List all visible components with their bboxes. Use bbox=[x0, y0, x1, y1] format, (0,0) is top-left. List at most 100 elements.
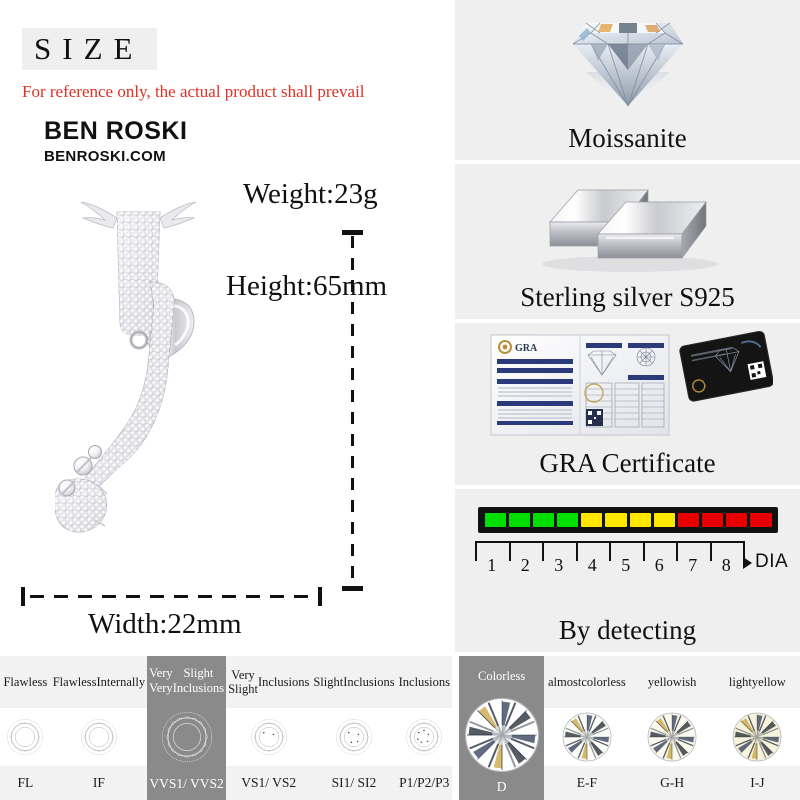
width-dimension-cap-left bbox=[21, 587, 25, 606]
size-heading: SIZE bbox=[22, 28, 158, 70]
color-grade-art bbox=[459, 697, 545, 774]
tester-led-segment bbox=[726, 513, 748, 527]
feature-caption-moissanite: Moissanite bbox=[568, 123, 687, 153]
clarity-grade-column: Inclusions P1/P2/P3 bbox=[396, 656, 452, 800]
clarity-grade-name: Flawless bbox=[0, 656, 51, 708]
color-grade-art bbox=[629, 708, 715, 766]
tester-scale-number: 2 bbox=[520, 555, 530, 575]
color-grade-column: Colorless D bbox=[459, 656, 545, 800]
tester-scale-number: 4 bbox=[587, 555, 597, 575]
tester-mode-label: DIA bbox=[755, 551, 789, 572]
color-diamond-image bbox=[464, 698, 539, 773]
color-diamond-image bbox=[647, 712, 697, 762]
weight-label: Weight:23g bbox=[243, 178, 378, 210]
color-grade-code: D bbox=[459, 773, 545, 800]
feature-caption-silver: Sterling silver S925 bbox=[520, 282, 735, 312]
height-dimension-cap-top bbox=[342, 230, 363, 235]
size-panel: SIZE For reference only, the actual prod… bbox=[0, 0, 452, 652]
clarity-grade-code: FL bbox=[0, 766, 51, 800]
tester-scale-number: 5 bbox=[621, 555, 631, 575]
height-dimension-line bbox=[351, 236, 354, 588]
silver-bars-icon bbox=[455, 170, 800, 275]
clarity-grade-code: VVS1/ VVS2 bbox=[147, 767, 227, 800]
clarity-grade-art bbox=[50, 708, 148, 766]
clarity-grade-name: Inclusions bbox=[396, 656, 452, 708]
tester-scale-number: 3 bbox=[554, 555, 564, 575]
tester-led-segment bbox=[677, 513, 700, 527]
color-grade-column: yellowish G-H bbox=[629, 656, 715, 800]
tester-led-segment bbox=[484, 513, 506, 527]
clarity-grade-code: SI1/ SI2 bbox=[311, 766, 397, 800]
tester-led-segment bbox=[581, 513, 603, 527]
svg-text:GRA: GRA bbox=[515, 343, 538, 354]
clarity-grade-column: Flawless FL bbox=[0, 656, 51, 800]
clarity-grade-code: IF bbox=[50, 766, 148, 800]
brand-name: BEN ROSKI bbox=[44, 117, 188, 145]
color-grade-name: yellowish bbox=[629, 656, 715, 708]
tester-scale-number: 1 bbox=[487, 555, 497, 575]
tester-scale-tick bbox=[609, 541, 611, 561]
tester-led-segment bbox=[508, 513, 530, 527]
clarity-diamond-diagram bbox=[336, 719, 372, 755]
tester-led-segment bbox=[653, 513, 675, 527]
color-grade-code: G-H bbox=[629, 766, 715, 800]
height-label: Height:65mm bbox=[226, 270, 388, 302]
color-diamond-image bbox=[733, 712, 782, 762]
tester-scale-tick bbox=[743, 541, 745, 561]
pendant-keys bbox=[58, 445, 102, 497]
tester-scale-number: 8 bbox=[721, 555, 731, 575]
tester-led-segment bbox=[605, 513, 627, 527]
tester-led-segment bbox=[702, 513, 724, 527]
feature-caption-gra: GRA Certificate bbox=[539, 448, 716, 478]
brand-website: BENROSKI.COM bbox=[44, 148, 166, 165]
tester-led-segment bbox=[532, 513, 555, 527]
clarity-diamond-diagram bbox=[250, 719, 287, 755]
color-grade-art bbox=[714, 708, 800, 766]
table-spacer bbox=[455, 656, 459, 800]
feature-panel-gra: GRA bbox=[455, 323, 800, 485]
saxophone-pendant-image bbox=[55, 201, 197, 533]
disclaimer-text: For reference only, the actual product s… bbox=[22, 82, 365, 101]
color-diamond-image bbox=[562, 712, 612, 762]
feature-panel-moissanite: Moissanite bbox=[455, 0, 800, 160]
clarity-diamond-diagram bbox=[406, 719, 443, 755]
tester-led-segment bbox=[750, 513, 772, 527]
tester-scale-tick bbox=[642, 541, 645, 561]
clarity-grade-art bbox=[396, 708, 452, 766]
clarity-grade-code: VS1/ VS2 bbox=[226, 766, 312, 800]
tester-led-segment bbox=[629, 513, 651, 527]
clarity-grade-code: P1/P2/P3 bbox=[396, 766, 452, 800]
tester-led-bar bbox=[478, 507, 778, 533]
color-grade-code: E-F bbox=[544, 766, 630, 800]
color-grade-art bbox=[544, 708, 630, 766]
color-grade-code: I-J bbox=[714, 766, 800, 800]
color-grade-name: Colorless bbox=[459, 656, 545, 698]
tester-scale-tick bbox=[508, 541, 511, 561]
tester-scale-tick bbox=[475, 541, 477, 561]
tester-scale-tick bbox=[575, 541, 578, 561]
diamond-icon bbox=[455, 6, 800, 116]
play-triangle-icon bbox=[743, 557, 752, 569]
width-dimension-cap-right bbox=[318, 587, 322, 606]
width-label: Width:22mm bbox=[88, 608, 242, 640]
tester-scale-tick bbox=[542, 541, 544, 561]
clarity-grade-art bbox=[226, 708, 312, 766]
tester-scale-tick bbox=[676, 541, 678, 561]
tester-led-segment bbox=[557, 513, 579, 527]
certificate-icon: GRA bbox=[455, 329, 800, 441]
clarity-diamond-diagram bbox=[81, 719, 117, 755]
